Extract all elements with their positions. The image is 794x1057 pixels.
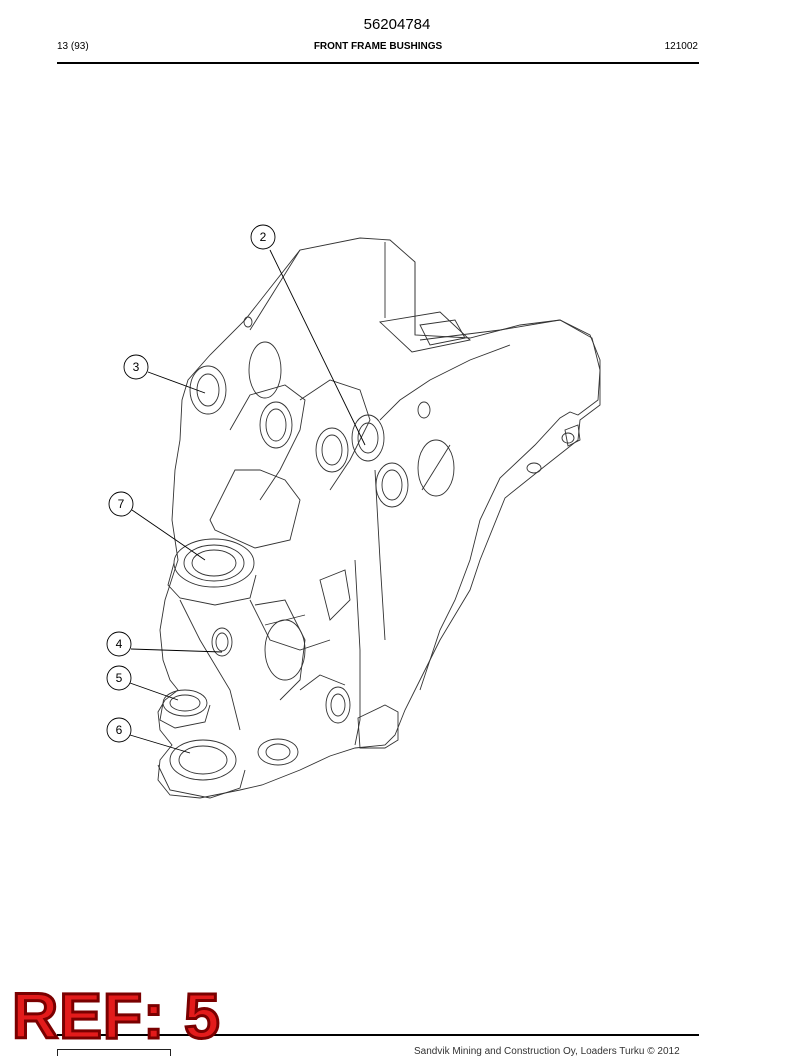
callout-6-label: 6 — [116, 723, 123, 737]
callout-2: 2 — [250, 224, 366, 446]
callout-4: 4 — [106, 631, 223, 657]
callout-4-label: 4 — [116, 637, 123, 651]
callout-2-label: 2 — [260, 230, 267, 244]
callout-3: 3 — [123, 354, 206, 394]
callout-3-label: 3 — [133, 360, 140, 374]
callout-5-label: 5 — [116, 671, 123, 685]
page-title: FRONT FRAME BUSHINGS — [313, 41, 443, 52]
footer-copyright: Sandvik Mining and Construction Oy, Load… — [414, 1046, 680, 1057]
callout-7: 7 — [108, 491, 206, 561]
footer-rule — [57, 1034, 699, 1036]
ref-stamp: REF: 5 — [11, 980, 222, 1052]
callout-6: 6 — [106, 717, 191, 754]
front-frame-drawing — [157, 237, 601, 799]
page-code: 121002 — [664, 41, 698, 52]
callout-5: 5 — [106, 665, 179, 701]
page-number: 13 (93) — [57, 41, 89, 52]
doc-number: 56204784 — [363, 16, 431, 33]
header-rule — [57, 62, 699, 64]
callout-7-label: 7 — [118, 497, 125, 511]
